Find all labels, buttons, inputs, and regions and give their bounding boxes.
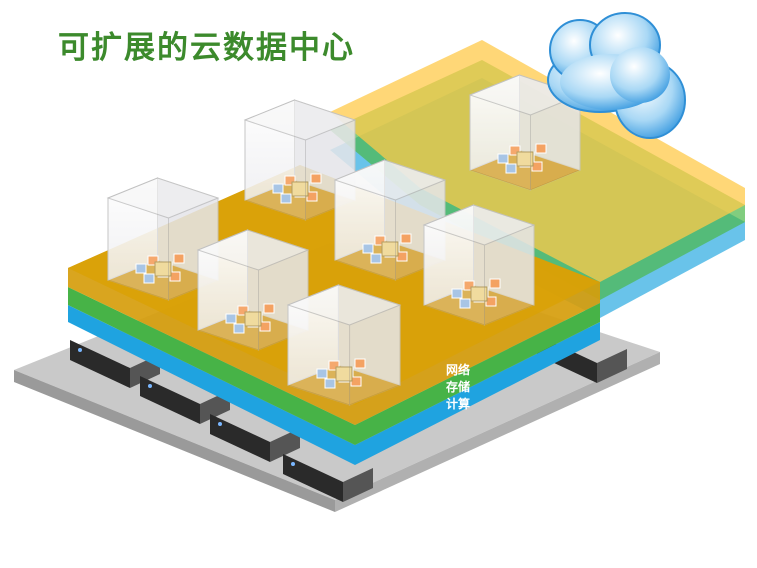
glass-cube bbox=[422, 204, 536, 326]
compute-pods bbox=[106, 74, 582, 406]
server-icon bbox=[283, 454, 373, 502]
glass-cube bbox=[286, 284, 402, 406]
glass-cube bbox=[196, 229, 310, 351]
network-layer-label: 网络 bbox=[446, 362, 470, 377]
compute-layer-label: 计算 bbox=[446, 396, 470, 411]
compute-layer bbox=[68, 305, 600, 465]
server-icon bbox=[210, 414, 300, 462]
cloud-icon bbox=[547, 12, 686, 139]
storage-layer bbox=[68, 287, 600, 445]
storage-layer-label: 存储 bbox=[445, 379, 470, 394]
page-title: 可扩展的云数据中心 bbox=[58, 30, 355, 66]
